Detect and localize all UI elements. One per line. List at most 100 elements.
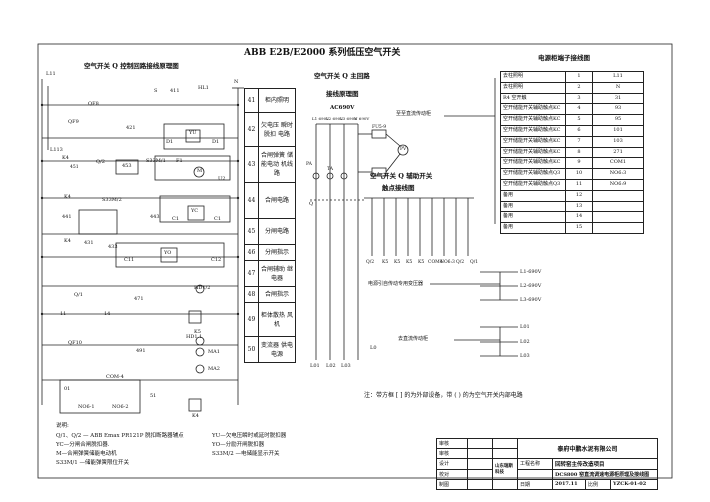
label-441: 441	[62, 214, 72, 220]
tb-drawing-no: YZCK-01-02	[610, 478, 658, 490]
aux-label: NO6:3	[440, 260, 455, 265]
tb-cell	[467, 458, 493, 470]
tb-cell	[467, 448, 493, 460]
label-11: 11	[60, 311, 67, 317]
legend-right-item: YU—欠电压瞬时或延时脱扣器	[212, 433, 287, 439]
label-pa: PA	[306, 162, 312, 167]
label-fu5: FU5-9	[372, 125, 387, 130]
label-hl1: HL1	[198, 85, 209, 91]
label-k4b: K4	[64, 194, 71, 200]
label-l03r: L03	[520, 353, 530, 359]
label-l3-690: L3-690V	[520, 297, 542, 303]
aux-label: Q/2	[366, 260, 375, 265]
label-dc-src: 去直流传动柜	[398, 336, 429, 342]
tb-date: 2017.11	[552, 478, 586, 490]
label-l01: L01	[310, 363, 320, 369]
label-ma2: MA2	[208, 366, 220, 372]
legend-right-item: YO—分励开闸脱扣器	[212, 442, 265, 448]
label-ta: TA	[327, 167, 334, 172]
aux-label: Q/2	[456, 260, 465, 265]
legend-right-item: S33M/2 —电储能显示开关	[212, 451, 280, 457]
label-u2: U2	[218, 176, 226, 182]
tb-date-label: 日期	[517, 478, 553, 490]
label-qf8: QF8	[88, 101, 99, 107]
tb-designer: 山东瑞斯科技	[492, 458, 518, 480]
label-l2v: L2 690V	[326, 116, 343, 121]
title-block: 审核泰府中鹏水泥有限公司 审核 设计山东瑞斯科技工程名称回转窑主传改造项目 校对…	[436, 437, 658, 490]
aux-title-2: 触点接线图	[382, 184, 415, 192]
legend-left-item: Q/1、Q/2 — ABB Emax PR121P 脱扣断路器辅点	[56, 433, 184, 439]
label-l02r: L02	[520, 339, 530, 345]
label-m: M	[197, 168, 203, 174]
main-circuit-title-2: 接线原理图	[326, 90, 359, 98]
label-nv: N 690V	[354, 116, 370, 121]
label-c1b: C1	[214, 216, 222, 222]
tb-drawing-title: DCS800 窑直流调速电源柜原理及接线图	[552, 468, 658, 480]
label-hd11: HD1.1	[186, 334, 203, 340]
tb-cell	[492, 478, 518, 490]
label-q1: Q/1	[74, 292, 83, 298]
note-text: 注：带方框 [ ] 的为外部设备，带 ( ) 的为空气开关内部电路	[364, 392, 523, 399]
label-471: 471	[134, 296, 144, 302]
label-f1: F1	[176, 158, 183, 164]
label-l02: L02	[326, 363, 336, 369]
label-51: 51	[150, 393, 157, 399]
legend-left-item: YC—分闸合闸脱扣器.	[56, 442, 110, 448]
tb-cell	[517, 468, 553, 480]
label-14: 14	[104, 311, 111, 317]
label-k4c: K4	[64, 238, 71, 244]
label-to-relay: 至至直流传动柜	[396, 111, 432, 117]
control-title: 空气开关 Q 控制回路接线原理图	[84, 62, 179, 70]
label-s33m2: S33M/2	[102, 197, 122, 203]
label-l1v: L1 690V	[312, 116, 329, 121]
label-453: 453	[122, 163, 132, 169]
tb-cell	[467, 468, 493, 480]
legend-left-item: M—合闸弹簧储能电动机	[56, 451, 117, 457]
label-no63: NO6-1	[78, 404, 95, 410]
label-c12: C12	[211, 257, 222, 263]
label-411: 411	[170, 88, 180, 94]
legend-left-item: S33M/1 —储能弹簧限位开关	[56, 460, 129, 466]
label-l2-690: L2-690V	[520, 283, 542, 289]
sheet-border	[37, 43, 673, 479]
label-n: N	[234, 79, 239, 85]
label-qf9: QF9	[68, 119, 79, 125]
tb-cell: 校对	[436, 468, 468, 480]
label-no62: NO6-2	[112, 404, 129, 410]
aux-label: K5	[382, 260, 389, 265]
label-421: 421	[126, 125, 136, 131]
label-d1a: D1	[166, 139, 174, 145]
tb-cell: 审核	[436, 437, 468, 450]
label-d1b: D1	[212, 139, 220, 145]
label-k4d: K4	[192, 413, 199, 419]
tb-cell	[467, 478, 493, 490]
legend-title: 说明:	[56, 423, 69, 429]
label-01: 01	[64, 386, 71, 392]
label-yo: YO	[164, 250, 172, 256]
label-ac690v: AC690V	[330, 105, 355, 111]
label-q: Q	[309, 201, 314, 207]
